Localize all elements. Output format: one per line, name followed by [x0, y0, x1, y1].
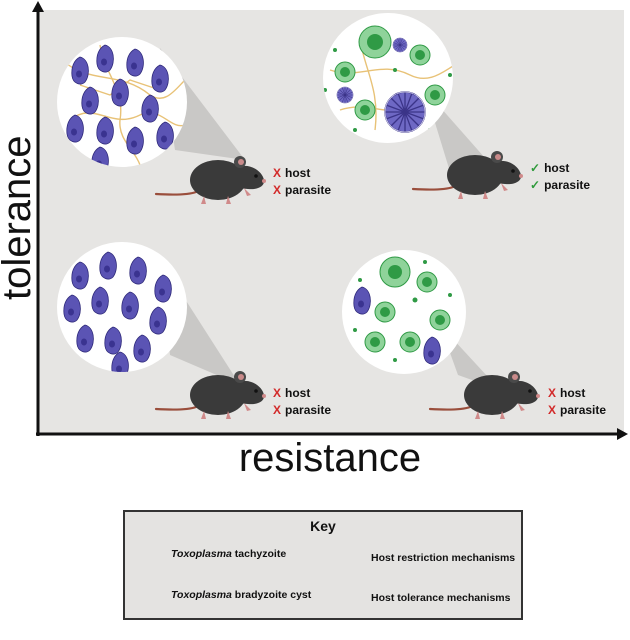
key-restriction-label: Host restriction mechanisms — [371, 552, 516, 564]
status-top-right: ✓host ✓parasite — [530, 160, 590, 194]
legend-key: Key Toxoplasma tachyzoite Toxoplasma bra… — [123, 510, 523, 620]
fail-mark: X — [273, 386, 282, 400]
parasite-status: ✓parasite — [530, 178, 591, 192]
fail-mark: X — [548, 386, 557, 400]
restriction-cluster — [353, 256, 452, 365]
y-axis-label: tolerance — [0, 135, 39, 300]
quadrant-top-right — [323, 13, 525, 201]
quadrant-bottom-right — [342, 250, 542, 421]
key-tachyzoite-label: Toxoplasma tachyzoite — [171, 548, 287, 560]
key-tolerance-label: Host tolerance mechanisms — [371, 592, 511, 604]
fail-mark: X — [548, 403, 557, 417]
x-axis-label: resistance — [238, 436, 422, 480]
ok-mark: ✓ — [530, 161, 541, 175]
restriction-cluster — [323, 25, 453, 133]
host-status: ✓host — [530, 161, 570, 175]
y-axis-arrow — [32, 1, 44, 12]
ok-mark: ✓ — [530, 178, 541, 192]
quadrant-top-left — [57, 37, 268, 206]
fail-mark: X — [273, 403, 282, 417]
quadrant-bottom-left — [57, 242, 268, 421]
key-title: Key — [310, 518, 336, 534]
tachyzoite-cluster — [61, 44, 186, 167]
x-axis-arrow — [617, 428, 628, 440]
fail-mark: X — [273, 183, 282, 197]
key-cyst-label: Toxoplasma bradyzoite cyst — [171, 589, 312, 601]
fail-mark: X — [273, 166, 282, 180]
